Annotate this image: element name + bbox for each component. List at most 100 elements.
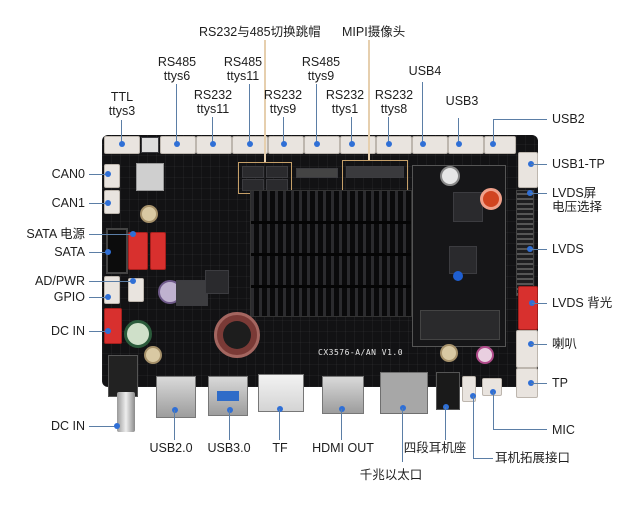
leader-line xyxy=(212,117,213,144)
leader-dot xyxy=(386,141,392,147)
leader-line xyxy=(531,344,547,345)
capacitor xyxy=(476,346,494,364)
leader-line xyxy=(530,193,547,194)
leader-dot xyxy=(420,141,426,147)
capacitor-green xyxy=(124,320,152,348)
leader-dot xyxy=(119,141,125,147)
leader-line xyxy=(174,410,175,440)
label-mipi-camera: MIPI摄像头 xyxy=(342,25,406,39)
leader-dot xyxy=(456,141,462,147)
connector-dc-in xyxy=(104,308,122,344)
leader-dot xyxy=(130,231,136,237)
fpc-connector xyxy=(296,168,338,178)
heatsink-gap xyxy=(251,221,411,224)
leader-dot xyxy=(349,141,355,147)
leader-dot xyxy=(130,278,136,284)
leader-dot xyxy=(490,141,496,147)
label-tp: TP xyxy=(552,376,568,390)
audio-jack xyxy=(436,372,460,410)
heatsink xyxy=(250,190,412,317)
leader-line xyxy=(89,281,133,282)
jumper xyxy=(242,166,264,178)
label-usb3: USB3 xyxy=(445,94,479,108)
label-tf: TF xyxy=(272,441,288,455)
module-ic xyxy=(449,246,477,274)
label-dc-in-header: DC IN xyxy=(50,324,85,338)
lvds-header xyxy=(516,190,534,296)
connector-lvds-backlight xyxy=(518,286,538,330)
leader-line xyxy=(229,410,230,440)
leader-dot xyxy=(400,405,406,411)
label-ethernet: 千兆以太口 xyxy=(359,468,423,482)
label-headphone-ext: 耳机拓展接口 xyxy=(495,451,571,465)
label-usb30: USB3.0 xyxy=(207,441,251,455)
leader-line xyxy=(89,252,108,253)
inductor xyxy=(176,280,208,306)
leader-dot xyxy=(443,404,449,410)
label-usb4: USB4 xyxy=(408,64,442,78)
dc-jack-body xyxy=(108,355,138,397)
mipi-connector xyxy=(346,166,404,178)
leader-line xyxy=(493,119,547,120)
label-usb20: USB2.0 xyxy=(149,441,193,455)
label-usb1-tp: USB1-TP xyxy=(552,157,605,171)
mipi-leader-line xyxy=(368,40,370,160)
leader-line xyxy=(176,84,177,144)
label-gpio: GPIO xyxy=(53,290,85,304)
leader-line xyxy=(89,297,108,298)
connector-red-aux xyxy=(150,232,166,270)
leader-line xyxy=(316,84,317,144)
leader-dot xyxy=(281,141,287,147)
connector-rs232-ttys8 xyxy=(376,136,412,154)
board-silkscreen: CX3576-A/AN V1.0 xyxy=(318,348,404,357)
connector-usb3 xyxy=(448,136,484,154)
label-audio-jack: 四段耳机座 xyxy=(403,441,467,455)
connector-gpio-2 xyxy=(128,278,144,302)
jumper xyxy=(266,166,288,178)
connector-rs232-ttys1 xyxy=(340,136,376,154)
connector-can0 xyxy=(104,164,120,188)
leader-line xyxy=(532,303,547,304)
connector-usb4 xyxy=(412,136,448,154)
label-sata-power: SATA 电源 xyxy=(26,227,85,241)
connector-usb1-tp xyxy=(518,152,538,188)
connector-usb2 xyxy=(484,136,516,154)
leader-dot xyxy=(314,141,320,147)
connector-sata-power xyxy=(128,232,148,270)
leader-line xyxy=(341,409,342,440)
leader-dot xyxy=(172,407,178,413)
label-usb2: USB2 xyxy=(552,112,585,126)
leader-line xyxy=(121,120,122,144)
rtc-battery xyxy=(214,312,260,358)
label-can0: CAN0 xyxy=(51,167,85,181)
standoff xyxy=(440,344,458,362)
leader-line xyxy=(402,408,403,462)
leader-dot xyxy=(105,249,111,255)
leader-dot xyxy=(105,328,111,334)
leader-line xyxy=(89,203,108,204)
jumper-leader-line xyxy=(264,40,266,162)
connector-rs485-ttys9 xyxy=(304,136,340,154)
blue-led xyxy=(453,271,463,281)
label-can1: CAN1 xyxy=(51,196,85,210)
leader-line xyxy=(283,117,284,144)
standoff xyxy=(140,205,158,223)
leader-line xyxy=(89,174,108,175)
leader-line xyxy=(279,409,280,440)
leader-line xyxy=(531,383,547,384)
label-lvds-backlight: LVDS 背光 xyxy=(552,296,613,310)
label-lvds: LVDS xyxy=(552,242,584,256)
leader-line xyxy=(351,117,352,144)
label-ad-pwr: AD/PWR xyxy=(35,274,85,288)
label-hdmi-out: HDMI OUT xyxy=(312,441,374,455)
leader-dot xyxy=(105,294,111,300)
leader-line xyxy=(422,82,423,144)
label-lvds-voltage: LVDS屏电压选择 xyxy=(552,186,603,214)
